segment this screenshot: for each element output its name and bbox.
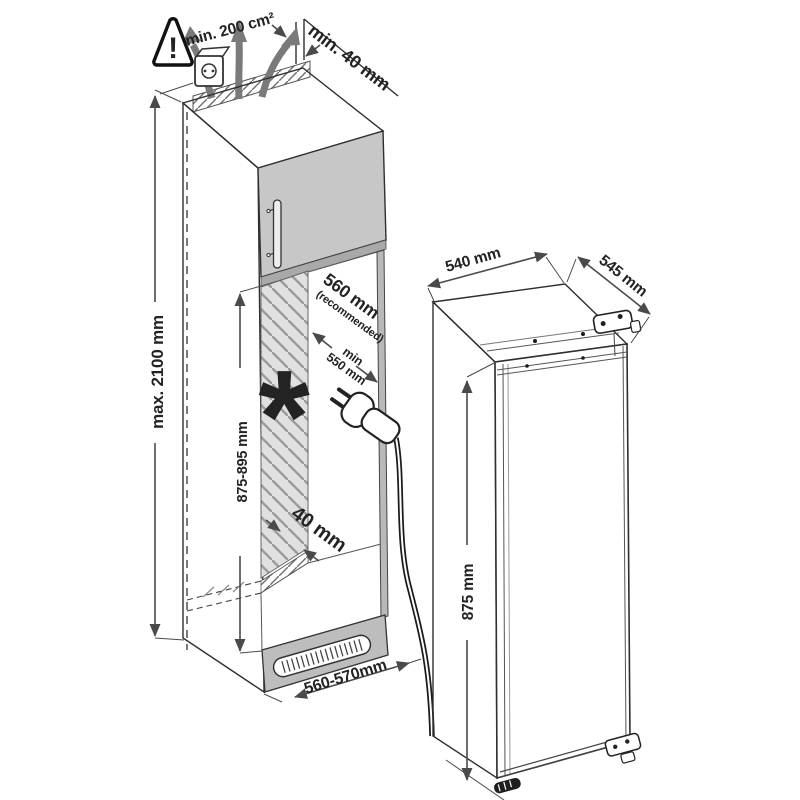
depth-min-dimension — [355, 365, 378, 383]
hinge-line — [613, 333, 616, 357]
niche-cabinet: * — [181, 67, 435, 737]
extension-line — [154, 637, 185, 641]
screw-dot — [581, 356, 585, 360]
extension-line — [445, 759, 505, 800]
appliance-foot-icon — [494, 777, 521, 794]
door-edge-line — [507, 363, 511, 776]
rear-gap-arrow — [265, 519, 281, 532]
door-divider-strip — [260, 239, 387, 287]
vent-area-label: min. 200 cm² — [184, 10, 277, 50]
warning-triangle-icon: ! — [152, 17, 194, 67]
door-hinge-bottom-icon — [604, 732, 642, 764]
top-gap-arrow — [305, 44, 321, 57]
wall-top-edge — [303, 18, 399, 97]
power-socket-icon — [159, 46, 231, 95]
extension-line — [566, 258, 577, 283]
extension-line — [630, 316, 650, 344]
door-edge-line — [502, 363, 506, 777]
height-label: 875 mm — [460, 564, 477, 621]
inner-height-label: 875-895 mm — [235, 421, 251, 502]
screw-dot — [533, 339, 537, 343]
hidden-strip-edge — [186, 592, 262, 612]
width-dimension — [427, 251, 548, 289]
door-edge-line — [622, 345, 627, 741]
power-plug-icon — [330, 387, 435, 737]
appliance-left-panel — [432, 300, 498, 780]
door-top-band — [496, 351, 628, 371]
svg-text:540 mm: 540 mm — [444, 244, 503, 275]
top-gap-arrow — [271, 24, 287, 38]
warning-exclamation: ! — [168, 32, 178, 65]
appliance-door — [494, 343, 631, 780]
appliance — [431, 283, 642, 794]
top-face-rail — [486, 332, 620, 352]
base-depth-dimension — [294, 661, 410, 699]
extension-line — [427, 287, 435, 302]
hidden-strip-hatch — [202, 581, 245, 598]
door-handle — [266, 199, 282, 269]
width-label: 540 mm — [444, 244, 503, 275]
niche-side-wall-hatched — [260, 270, 309, 579]
extension-line — [545, 256, 565, 284]
top-clearance-label: min. 40 mm — [305, 20, 395, 94]
asterisk-icon: * — [258, 343, 310, 490]
rear-gap-arrow — [303, 549, 320, 562]
door-top-band — [496, 356, 628, 376]
extension-line — [239, 285, 262, 293]
extension-line — [263, 693, 283, 703]
depth-dimension — [577, 256, 651, 315]
extension-line — [239, 650, 263, 654]
depth-min-dimension — [312, 332, 333, 349]
screw-dot — [525, 364, 529, 368]
extension-line — [408, 658, 422, 664]
top-face-rail — [479, 326, 613, 346]
top-ventilation-area: ! min. 200 cm² min. 40 mm — [152, 10, 399, 113]
extension-line — [154, 89, 182, 103]
cabinet-left-panel — [182, 101, 265, 694]
door-hinge-top-icon — [592, 309, 642, 334]
max-height-label: max. 2100 mm — [148, 315, 167, 429]
screw-dot — [581, 332, 585, 336]
extension-line — [466, 361, 497, 378]
hidden-strip-edge — [186, 580, 262, 601]
